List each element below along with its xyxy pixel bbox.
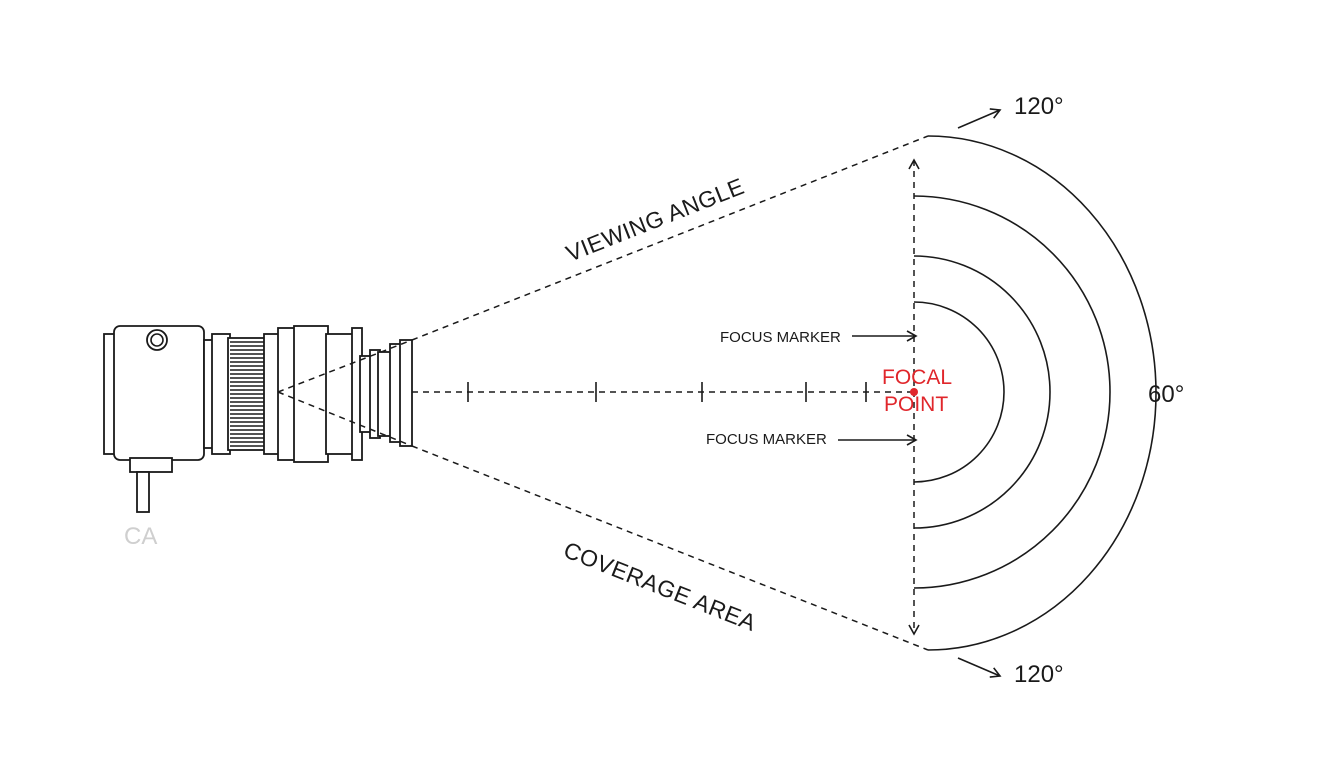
angle-top-arrow [957,108,1002,129]
range-arc-outer [927,135,1157,651]
angle-bottom-label: 120° [1014,661,1064,688]
viewing-angle-label: VIEWING ANGLE [562,173,748,267]
view-cone-bottom-edge [411,445,929,651]
range-arc-2 [913,255,1051,529]
lens-barrel-front [325,333,355,455]
focus-marker-bottom-label: FOCUS MARKER [706,431,827,448]
angle-bottom-arrow [957,657,1002,678]
focal-point-dot [910,388,918,396]
camera-lens-icon [103,325,413,513]
range-arc-3 [913,195,1111,589]
camera-button-inner [150,333,164,347]
angle-right-label: 60° [1148,381,1184,408]
lens-front-element [399,339,413,447]
camera-button [146,329,168,351]
focal-point-label-line2: POINT [884,393,948,416]
lens-internal-ray-top [277,339,413,393]
coverage-area-label: COVERAGE AREA [560,536,760,636]
range-arc-1 [913,301,1005,483]
camera-mount [129,457,173,473]
angle-top-label: 120° [1014,93,1064,120]
lens-knurling [230,341,264,447]
focal-point-label-line1: FOCAL [882,366,952,389]
view-cone-top-edge [411,135,929,341]
lens-internal-ray-bottom [277,391,413,447]
focus-marker-top-label: FOCUS MARKER [720,329,841,346]
camera-caption: CA [124,523,157,550]
lens-barrel [293,325,329,463]
camera-mount-post [136,471,150,513]
